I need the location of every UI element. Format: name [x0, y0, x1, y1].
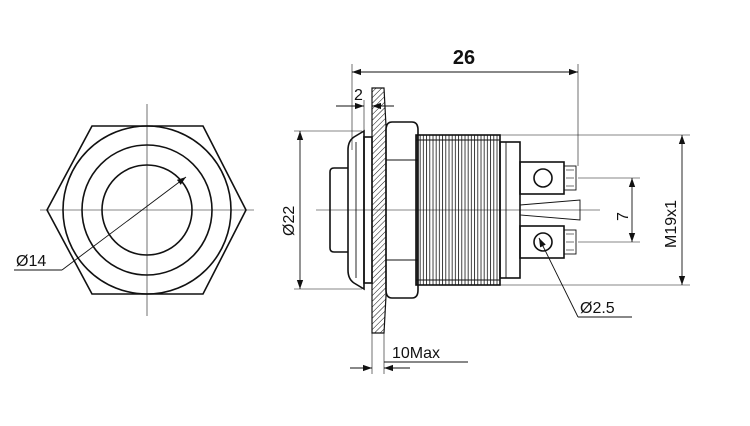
thread-label: M19x1 [663, 200, 680, 248]
flange-thickness-label: 2 [354, 87, 363, 104]
hole-diameter-label: Ø2.5 [580, 300, 615, 317]
hole-diameter-dimension: Ø2.5 [538, 237, 632, 318]
panel-thickness-label: 10Max [392, 345, 440, 362]
flange-thickness-dimension: 2 [336, 87, 394, 131]
overall-length-label: 26 [453, 47, 475, 69]
head-diameter-dimension: Ø22 [281, 130, 362, 290]
contact-blade [519, 199, 581, 221]
button-diameter-label: Ø14 [16, 253, 46, 270]
hex-nut-side [385, 121, 419, 299]
terminal-upper [519, 161, 577, 195]
front-view: Ø14 [14, 104, 254, 316]
terminal-lower-hole [533, 232, 553, 252]
head-diameter-label: Ø22 [281, 206, 298, 236]
terminal-lower [519, 225, 577, 259]
overall-length-dimension: 26 [351, 47, 579, 166]
head-bezel [347, 129, 365, 291]
terminal-spacing-label: 7 [615, 212, 632, 221]
button-cap [329, 167, 348, 253]
thread-dimension: M19x1 [500, 134, 690, 286]
terminal-upper-hole [533, 168, 553, 188]
button-diameter-dimension [61, 176, 187, 271]
mounting-panel [371, 87, 387, 334]
side-view [316, 87, 600, 334]
panel-thickness-dimension: 10Max [350, 333, 468, 374]
threaded-body [415, 134, 501, 286]
terminal-spacing-dimension: 7 [578, 177, 640, 243]
